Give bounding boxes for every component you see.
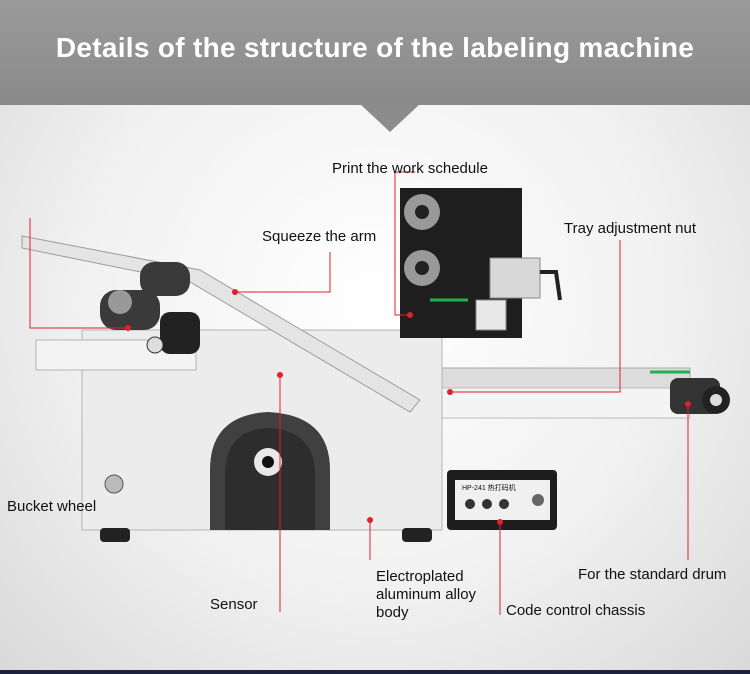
- label-standard-drum: For the standard drum: [578, 566, 727, 583]
- label-squeeze-arm: Squeeze the arm: [262, 228, 377, 245]
- label-tray-nut: Tray adjustment nut: [564, 220, 697, 237]
- label-alloy-body: Electroplated aluminum alloy body: [376, 568, 477, 621]
- label-bucket-wheel: Bucket wheel: [7, 498, 97, 515]
- machine-body: [35, 329, 443, 542]
- callout-dots: [125, 289, 691, 525]
- footer-bar: [0, 670, 750, 674]
- code-control-chassis: HP-241 热打码机: [447, 470, 557, 530]
- label-print-schedule: Print the work schedule: [332, 160, 488, 177]
- squeeze-arm: [21, 235, 421, 413]
- callout-lines: [29, 171, 689, 615]
- print-head: [400, 188, 562, 338]
- controller-model-text: HP-241 热打码机: [462, 483, 516, 492]
- title-banner: [0, 0, 750, 105]
- page-title: Details of the structure of the labeling…: [55, 32, 695, 63]
- label-code-chassis: Code control chassis: [506, 602, 646, 619]
- label-sensor: Sensor: [210, 596, 258, 613]
- standard-drum: [670, 378, 730, 414]
- banner-pointer: [360, 104, 420, 132]
